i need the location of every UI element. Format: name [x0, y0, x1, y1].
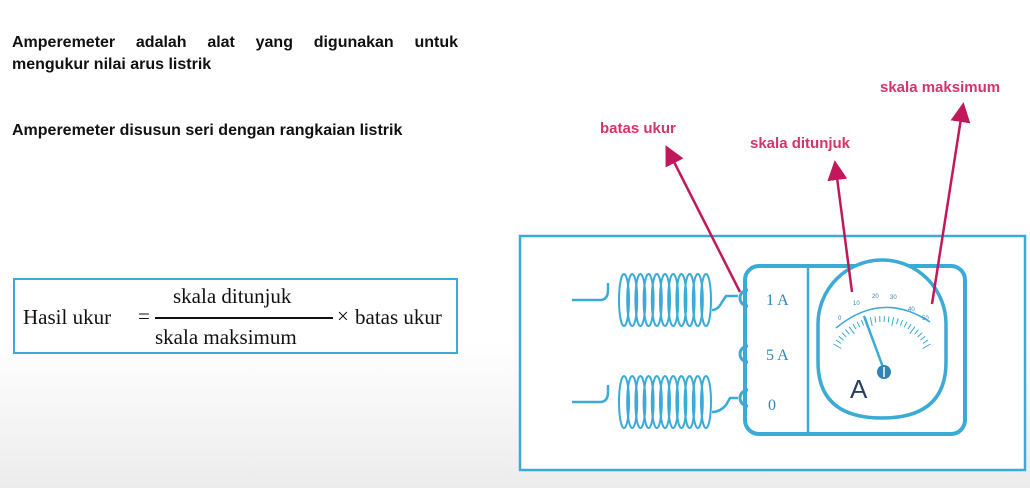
scale-tick [914, 329, 919, 335]
coil-loop [700, 273, 712, 327]
coil-loop [626, 273, 639, 327]
series-paragraph: Amperemeter disusun seri dengan rangkaia… [12, 122, 403, 139]
coil-loop [667, 273, 680, 327]
coil-loop [642, 375, 655, 429]
scale-tick [899, 319, 904, 326]
coil-loop [659, 273, 671, 327]
scale-tick [907, 323, 912, 330]
coil-loop [634, 273, 647, 327]
scale-tick [891, 317, 895, 327]
coil-loop [626, 375, 639, 429]
lower-wire-right [711, 396, 738, 414]
scale-tick [917, 332, 923, 338]
formula-rhs: batas ukur [355, 305, 442, 329]
scale-tick [860, 319, 865, 326]
scale-number: 50 [922, 316, 929, 322]
coil-loop [667, 375, 680, 429]
lower-coil [618, 375, 712, 429]
scale-ticks [833, 316, 931, 349]
coil-loop [683, 375, 696, 429]
meter-symbol: A [850, 374, 868, 404]
coil-loop [642, 273, 655, 327]
terminal-label-1a: 1 A [766, 292, 789, 309]
formula-numerator: skala ditunjuk [173, 284, 292, 308]
upper-wire-left [572, 283, 610, 302]
lower-wire-left [572, 385, 610, 404]
label-skala-ditunjuk: skala ditunjuk [750, 135, 851, 152]
formula-equals: = [138, 304, 150, 328]
scale-tick [920, 335, 926, 341]
formula-denominator: skala maksimum [155, 325, 297, 349]
scale-tick [909, 326, 916, 335]
scale-tick [852, 323, 857, 330]
meter-dial [816, 258, 948, 420]
scale-tick [841, 332, 847, 338]
scale-tick [869, 317, 873, 327]
coil-loop [675, 273, 688, 327]
scale-tick [887, 316, 890, 323]
arrow-skala-ditunjuk [827, 160, 854, 293]
coil-loop [675, 375, 688, 429]
coil-loop [650, 375, 663, 429]
scale-number: 10 [853, 301, 860, 307]
coil-loop [650, 273, 663, 327]
coil-loop [659, 375, 671, 429]
coil-loop [618, 375, 630, 429]
scale-number: 40 [908, 307, 915, 313]
scale-tick [845, 329, 850, 335]
scale-tick [922, 339, 929, 344]
arrow-skala-maksimum [930, 102, 971, 305]
coil-loop [691, 375, 704, 429]
scale-tick [922, 343, 931, 349]
meter-needle [862, 315, 886, 371]
terminal-label-5a: 5 A [766, 347, 789, 364]
coil-loop [700, 375, 712, 429]
scale-number: 30 [890, 295, 897, 301]
formula-times: × [337, 304, 349, 328]
fraction-bar [155, 317, 333, 319]
scale-tick [874, 316, 877, 323]
arrow-batas-ukur [665, 145, 742, 293]
scale-tick [903, 321, 908, 328]
scale-tick [848, 326, 855, 335]
scale-tick [838, 335, 844, 341]
upper-coil [618, 273, 712, 327]
coil-loop [634, 375, 647, 429]
scale-tick [895, 318, 899, 325]
formula-box: Hasil ukur = skala ditunjuk skala maksim… [13, 278, 458, 354]
terminal-5a [738, 344, 749, 364]
scale-tick [835, 339, 842, 344]
label-batas-ukur: batas ukur [600, 120, 676, 137]
scale-tick [833, 343, 842, 349]
terminal-label-0: 0 [768, 397, 776, 414]
scale-tick [856, 321, 861, 328]
coil-loop [691, 273, 704, 327]
scale-arc [835, 306, 931, 329]
definition-paragraph: Amperemeter adalah alat yang digunakan u… [12, 34, 458, 73]
terminal-0 [738, 388, 749, 408]
scale-number: 0 [838, 316, 842, 322]
label-skala-maksimum: skala maksimum [880, 79, 1000, 96]
scale-number: 20 [872, 294, 879, 300]
coil-loop [618, 273, 630, 327]
formula-lhs: Hasil ukur [23, 305, 112, 329]
coil-loop [683, 273, 696, 327]
terminal-1a [738, 288, 749, 308]
upper-wire-right [711, 294, 738, 312]
